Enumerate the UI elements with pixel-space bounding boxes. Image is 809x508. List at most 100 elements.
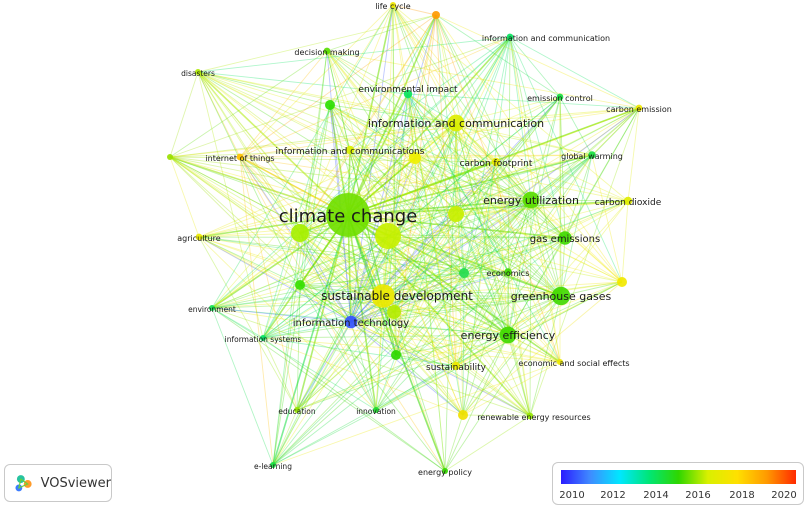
network-link [387,161,497,237]
keyword-label: greenhouse gases [511,290,612,303]
legend-tick: 2018 [729,490,755,501]
keyword-node[interactable] [448,206,464,222]
network-link [211,307,446,472]
network-link [296,96,561,411]
network-link [262,232,301,339]
network-link [198,157,416,238]
keyword-node[interactable] [623,196,633,206]
network-link [455,122,465,274]
network-link [387,157,416,237]
network-link [507,96,561,336]
keyword-node[interactable] [323,47,331,55]
keyword-node[interactable] [326,193,370,237]
network-link [387,235,531,417]
network-link [407,93,457,367]
network-link [463,161,497,274]
network-link [262,235,389,339]
keyword-node[interactable] [458,410,468,420]
keyword-node[interactable] [373,407,379,413]
network-link [262,200,629,339]
keyword-node[interactable] [195,233,203,241]
keyword-node[interactable] [432,11,440,19]
vosviewer-logo[interactable]: VOSviewer [4,464,112,502]
network-link [350,200,629,323]
network-link [392,4,562,297]
network-link [296,199,532,411]
keyword-node[interactable] [403,89,413,99]
network-link [347,214,509,336]
keyword-node[interactable] [387,305,401,319]
network-link [349,14,437,151]
network-link [455,122,566,239]
network-link [296,122,457,411]
keyword-node[interactable] [344,315,358,329]
keyword-node[interactable] [195,69,201,75]
keyword-node[interactable] [294,407,300,413]
keyword-node[interactable] [499,326,517,344]
keyword-node[interactable] [291,224,309,242]
network-link [530,96,561,201]
keyword-node[interactable] [409,152,421,164]
keyword-node[interactable] [442,468,448,474]
network-link [211,237,566,309]
network-link [392,4,457,124]
keyword-node[interactable] [391,350,401,360]
keyword-node[interactable] [459,268,469,278]
keyword-node[interactable] [557,359,563,365]
network-link [239,156,384,297]
keyword-node[interactable] [390,2,396,8]
network-link [197,71,349,216]
keyword-node[interactable] [491,157,501,167]
keyword-node[interactable] [167,154,173,160]
keyword-node[interactable] [375,223,401,249]
network-link [350,107,640,323]
network-link [444,199,532,472]
network-link [435,14,532,201]
keyword-node[interactable] [325,100,335,110]
network-link [495,161,532,201]
keyword-node[interactable] [451,361,461,371]
network-link [299,232,464,416]
network-link [329,4,394,106]
network-link [347,154,593,216]
keyword-node[interactable] [588,151,596,159]
keyword-node[interactable] [556,93,564,101]
keyword-node[interactable] [617,277,627,287]
network-link [414,154,593,159]
keyword-node[interactable] [447,114,465,132]
network-link [509,36,640,109]
keyword-node[interactable] [260,335,266,341]
network-link [211,154,593,309]
network-link [197,71,301,286]
network-link [455,271,509,367]
network-link [211,4,394,309]
keyword-node[interactable] [295,280,305,290]
keyword-node[interactable] [522,191,540,209]
keyword-node[interactable] [270,462,276,468]
network-link [299,149,351,234]
network-link [239,156,446,472]
keyword-node[interactable] [371,284,395,308]
network-link [197,71,629,202]
keyword-node[interactable] [526,412,534,420]
keyword-node[interactable] [345,145,355,155]
keyword-node[interactable] [551,286,571,306]
network-link [559,96,593,156]
network-link [262,321,352,339]
keyword-node[interactable] [558,231,572,245]
keyword-node[interactable] [236,153,244,161]
network-link [407,93,416,159]
network-link [329,104,416,159]
keyword-node[interactable] [506,33,514,41]
keyword-node[interactable] [504,268,512,276]
network-link [198,236,352,323]
network-link [197,14,437,73]
network-link [347,200,629,216]
network-link [382,271,509,297]
network-link [407,93,623,283]
network-link [455,237,566,367]
keyword-node[interactable] [209,305,215,311]
keyword-node[interactable] [635,104,643,112]
network-link [299,284,384,297]
